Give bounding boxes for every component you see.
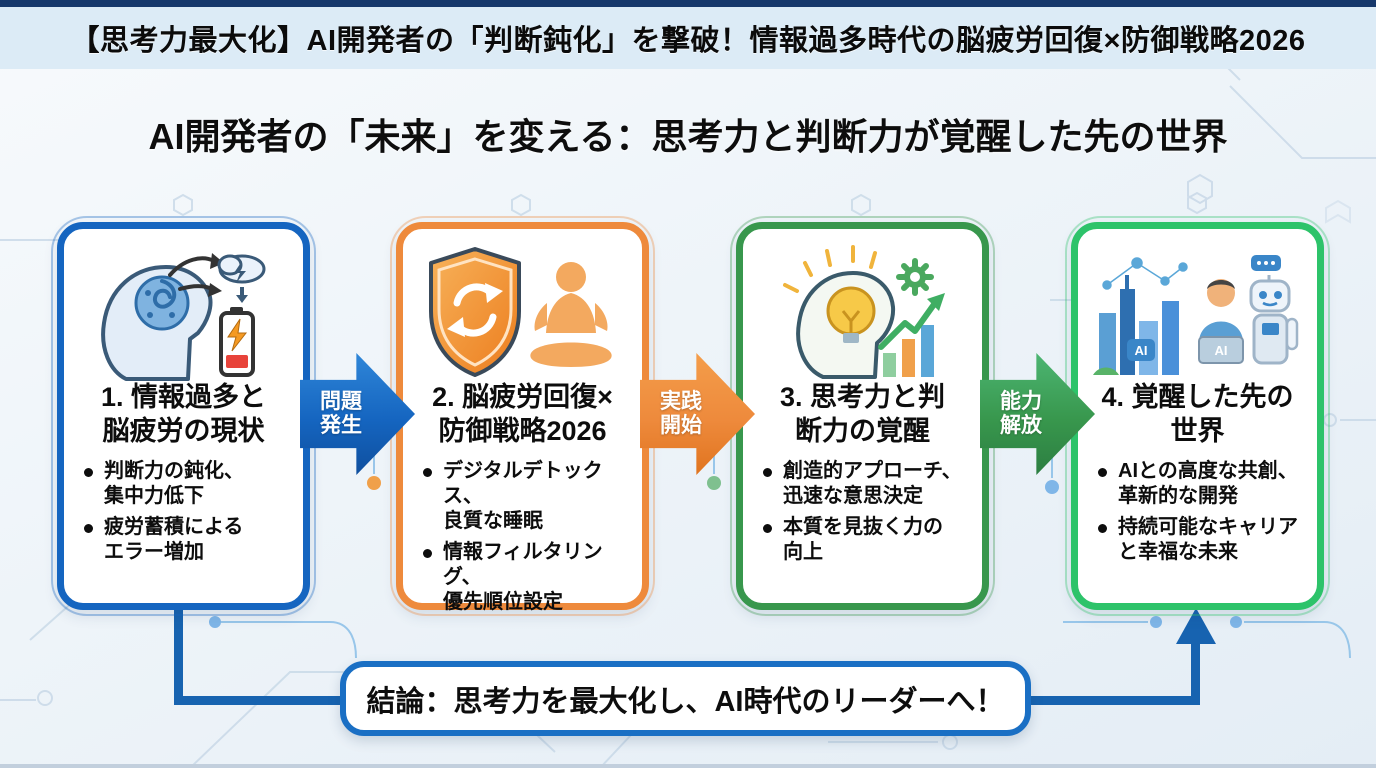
step1-title: 1. 情報過多と 脳疲労の現状 (100, 382, 267, 446)
idea-head-growth-chart-icon (782, 245, 945, 379)
connector-down-from-step1 (174, 606, 183, 705)
step2-bullet-2: 情報フィルタリング、 優先順位設定 (419, 540, 632, 615)
step2-bullets: デジタルデトックス、 良質な睡眠 情報フィルタリング、 優先順位設定 (403, 449, 642, 621)
connector-from-conclusion-right (1026, 696, 1196, 705)
step1-bullets: 判断力の鈍化、 集中力低下 疲労蓄積による エラー増加 (64, 449, 303, 571)
step-card-3: 3. 思考力と判 断力の覚醒 創造的アプローチ、 迅速な意思決定 本質を見抜く力… (730, 216, 995, 616)
svg-text:AI: AI (1134, 343, 1147, 358)
conclusion-text: 結論：思考力を最大化し、AI時代のリーダーへ！ (366, 685, 1005, 718)
connector-to-conclusion-left (174, 696, 350, 705)
bottom-edge-strip (0, 764, 1376, 768)
step1-icon-row (64, 229, 303, 381)
step3-title: 3. 思考力と判 断力の覚醒 (779, 382, 946, 446)
step2-bullet-1: デジタルデトックス、 良質な睡眠 (419, 459, 632, 534)
overloaded-brain-low-battery-icon (100, 253, 265, 381)
header-banner: 【思考力最大化】AI開発者の「判断鈍化」を撃破！情報過多時代の脳疲労回復×防御戦… (0, 7, 1376, 69)
svg-text:AI: AI (1214, 343, 1227, 358)
step-card-4: AI AI (1065, 216, 1330, 616)
step4-bullet-1: AIとの高度な共創、 革新的な開発 (1094, 459, 1307, 509)
step-card-2: 2. 脳疲労回復× 防御戦略2026 デジタルデトックス、 良質な睡眠 情報フィ… (390, 216, 655, 616)
step4-icon-row: AI AI (1078, 229, 1317, 379)
flow-arrow-practice-label: 実践 開始 (660, 389, 702, 437)
step3-bullet-2: 本質を見抜く力の 向上 (759, 515, 972, 565)
step-card-1: 1. 情報過多と 脳疲労の現状 判断力の鈍化、 集中力低下 疲労蓄積による エラ… (51, 216, 316, 616)
top-edge-strip (0, 0, 1376, 7)
step4-bullets: AIとの高度な共創、 革新的な開発 持続可能なキャリア と幸福な未来 (1078, 449, 1317, 571)
up-arrowhead-icon (1176, 608, 1216, 644)
flow-arrow-problem-label: 問題 発生 (320, 389, 362, 437)
step3-icon-row (743, 229, 982, 379)
step4-title: 4. 覚醒した先の 世界 (1101, 382, 1294, 446)
step1-bullet-1: 判断力の鈍化、 集中力低下 (80, 459, 293, 509)
step2-icon-row (403, 229, 642, 379)
main-title: AI開発者の「未来」を変える：思考力と判断力が覚醒した先の世界 (148, 116, 1228, 157)
flow-arrow-release-label: 能力 解放 (1000, 389, 1042, 437)
header-title: 【思考力最大化】AI開発者の「判断鈍化」を撃破！情報過多時代の脳疲労回復×防御戦… (70, 25, 1306, 57)
shield-sync-meditation-icon (428, 247, 612, 377)
step3-bullets: 創造的アプローチ、 迅速な意思決定 本質を見抜く力の 向上 (743, 449, 982, 571)
connector-up-to-step4 (1191, 642, 1200, 705)
step1-bullet-2: 疲労蓄積による エラー増加 (80, 515, 293, 565)
conclusion-banner: 結論：思考力を最大化し、AI時代のリーダーへ！ (340, 661, 1031, 736)
ai-city-human-robot-icon: AI AI (1092, 255, 1298, 375)
step4-bullet-2: 持続可能なキャリア と幸福な未来 (1094, 515, 1307, 565)
step2-title: 2. 脳疲労回復× 防御戦略2026 (432, 382, 613, 446)
step3-bullet-1: 創造的アプローチ、 迅速な意思決定 (759, 459, 972, 509)
